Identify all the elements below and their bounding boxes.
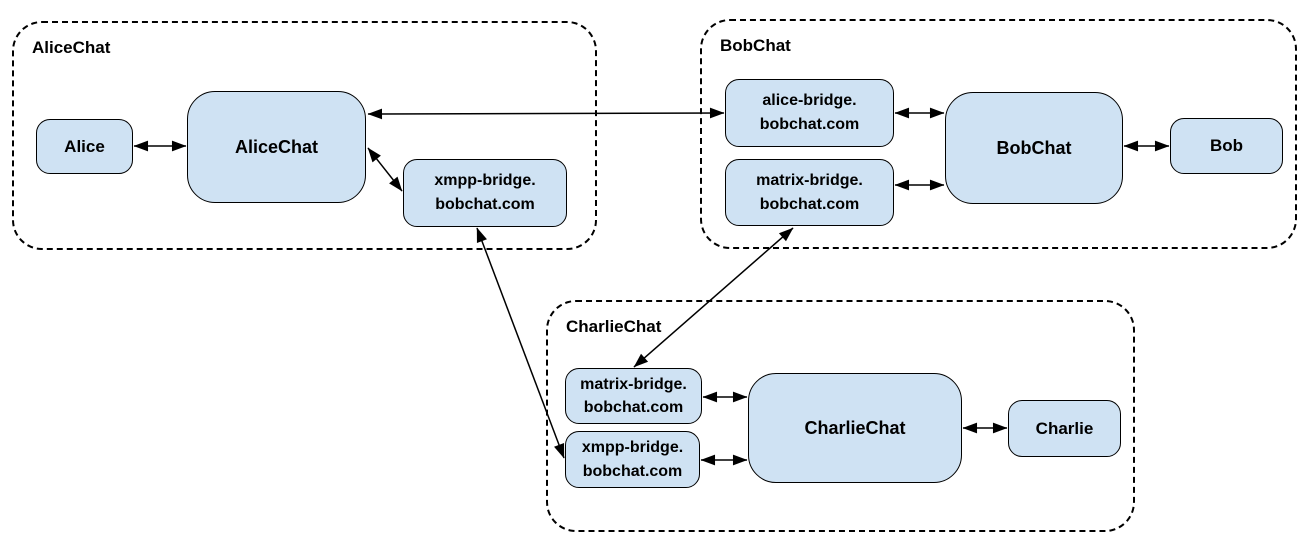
- node-charlie: Charlie: [1008, 400, 1121, 457]
- node-alicechat-server: AliceChat: [187, 91, 366, 203]
- node-bob: Bob: [1170, 118, 1283, 174]
- node-bob-label: Bob: [1209, 136, 1244, 156]
- node-label-line: bobchat.com: [759, 116, 860, 133]
- node-label-line: bobchat.com: [582, 462, 683, 480]
- node-alicechat-server-label: AliceChat: [234, 136, 319, 157]
- group-alicechat-label: AliceChat: [32, 38, 111, 57]
- node-alice-label: Alice: [64, 136, 105, 156]
- node-charliechat-server-label: CharlieChat: [804, 417, 906, 438]
- node-label-line: matrix-bridge.: [756, 171, 863, 189]
- node-label-line: bobchat.com: [759, 195, 860, 213]
- node-label-line: alice-bridge.: [762, 92, 857, 109]
- node-label-line: xmpp-bridge.: [581, 439, 684, 457]
- node-matrix-bridge-charliechat: matrix-bridge. bobchat.com: [565, 368, 702, 424]
- node-xmpp-bridge-charliechat: xmpp-bridge. bobchat.com: [565, 431, 700, 488]
- node-label-line: xmpp-bridge.: [434, 172, 536, 189]
- group-charliechat-label: CharlieChat: [566, 317, 662, 336]
- node-label-line: matrix-bridge.: [580, 375, 687, 393]
- group-bobchat-label: BobChat: [720, 36, 791, 55]
- node-alice-bridge-bobchat: alice-bridge. bobchat.com: [725, 79, 894, 147]
- node-charliechat-server: CharlieChat: [748, 373, 962, 483]
- node-bobchat-server: BobChat: [945, 92, 1123, 204]
- group-alicechat: AliceChat: [12, 21, 597, 250]
- node-alice: Alice: [36, 119, 133, 174]
- node-xmpp-bridge-alicechat: xmpp-bridge. bobchat.com: [403, 159, 567, 227]
- node-label-line: bobchat.com: [435, 196, 535, 213]
- node-label-line: bobchat.com: [583, 399, 684, 416]
- group-bobchat: BobChat: [700, 19, 1297, 249]
- node-charlie-label: Charlie: [1035, 418, 1094, 438]
- node-matrix-bridge-bobchat: matrix-bridge. bobchat.com: [725, 159, 894, 226]
- node-bobchat-server-label: BobChat: [996, 137, 1072, 158]
